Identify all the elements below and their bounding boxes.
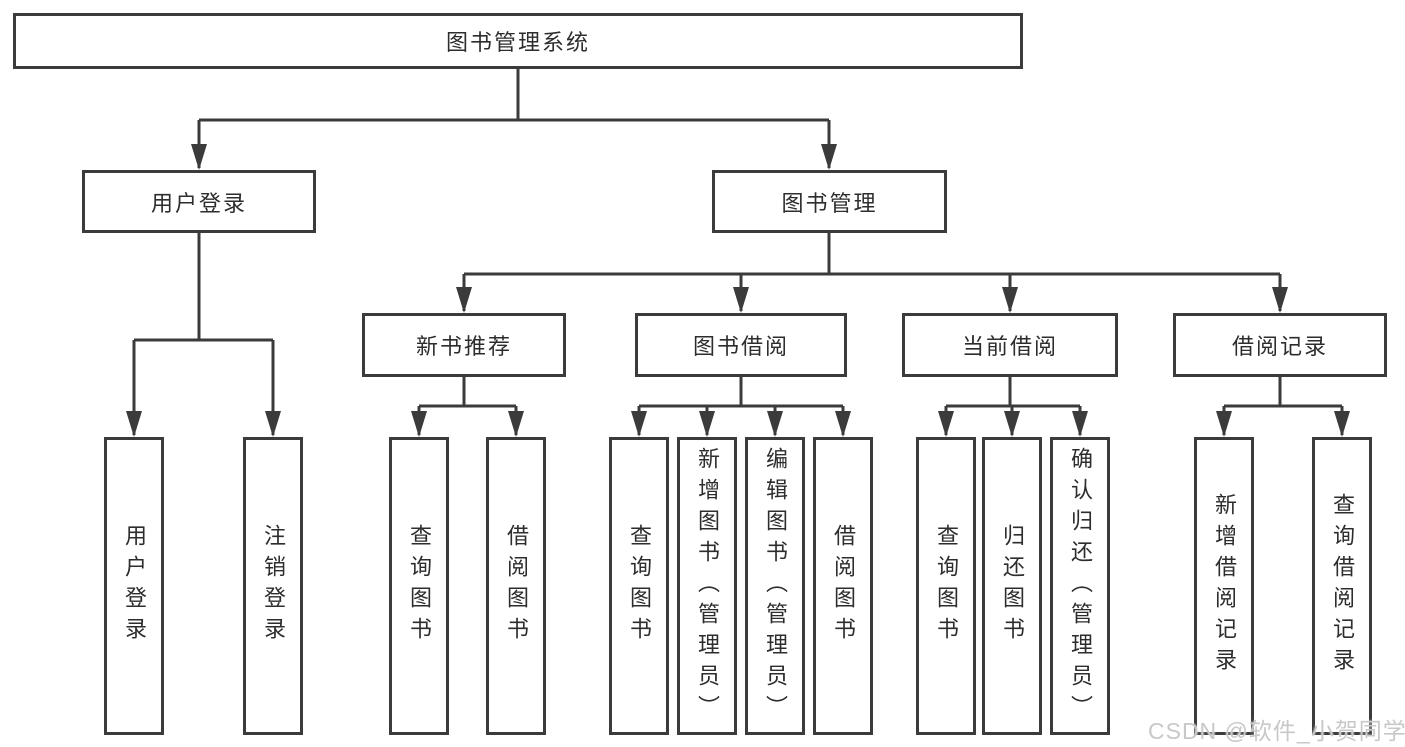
leaf-query-books-borrow-label: 查询图书 (627, 524, 652, 648)
leaf-add-borrow-record: 新增借阅记录 (1194, 437, 1254, 735)
node-user-login: 用户登录 (82, 170, 316, 233)
arrowhead-icon (733, 287, 749, 313)
node-book-borrow-label: 图书借阅 (692, 334, 789, 359)
arrowhead-icon (1272, 287, 1288, 313)
node-book-management: 图书管理 (712, 170, 947, 233)
arrowhead-icon (1004, 411, 1020, 437)
arrowhead-icon (835, 411, 851, 437)
leaf-borrow-books-recommend: 借阅图书 (486, 437, 546, 735)
leaf-logout-label: 注销登录 (261, 524, 286, 648)
arrowhead-icon (1334, 411, 1350, 437)
arrowhead-icon (265, 411, 281, 437)
watermark: CSDN @软件_小贺同学 (1148, 718, 1405, 744)
node-user-login-label: 用户登录 (150, 190, 247, 216)
node-current-borrow: 当前借阅 (902, 313, 1118, 377)
arrowhead-icon (191, 144, 207, 170)
arrowhead-icon (1002, 287, 1018, 313)
leaf-borrow-book-label: 借阅图书 (831, 524, 856, 648)
arrowhead-icon (767, 411, 783, 437)
leaf-confirm-return-admin: 确认归还（管理员） (1050, 437, 1110, 735)
node-new-book-recommend: 新书推荐 (362, 313, 566, 377)
leaf-user-login: 用户登录 (104, 437, 164, 735)
leaf-add-borrow-record-label: 新增借阅记录 (1212, 493, 1237, 679)
arrowhead-icon (699, 411, 715, 437)
leaf-edit-book-admin-label: 编辑图书（管理员） (763, 446, 788, 726)
arrowhead-icon (1216, 411, 1232, 437)
arrowhead-icon (1072, 411, 1088, 437)
leaf-user-login-label: 用户登录 (122, 524, 147, 648)
leaf-borrow-books-recommend-label: 借阅图书 (504, 524, 529, 648)
leaf-add-book-admin-label: 新增图书（管理员） (695, 446, 720, 726)
leaf-query-books-current: 查询图书 (916, 437, 976, 735)
leaf-query-books-borrow: 查询图书 (609, 437, 669, 735)
node-book-management-label: 图书管理 (781, 190, 878, 216)
arrowhead-icon (508, 411, 524, 437)
leaf-edit-book-admin: 编辑图书（管理员） (745, 437, 805, 735)
node-root-label: 图书管理系统 (445, 30, 590, 55)
leaf-borrow-book: 借阅图书 (813, 437, 873, 735)
arrowhead-icon (821, 144, 837, 170)
arrowhead-icon (938, 411, 954, 437)
node-borrow-records-label: 借阅记录 (1231, 334, 1328, 359)
leaf-query-books-current-label: 查询图书 (934, 524, 959, 648)
leaf-add-book-admin: 新增图书（管理员） (677, 437, 737, 735)
leaf-logout: 注销登录 (243, 437, 303, 735)
arrowhead-icon (126, 411, 142, 437)
node-borrow-records: 借阅记录 (1173, 313, 1387, 377)
node-book-borrow: 图书借阅 (635, 313, 847, 377)
node-root: 图书管理系统 (13, 13, 1023, 69)
leaf-query-books-recommend: 查询图书 (389, 437, 449, 735)
leaf-query-borrow-record-label: 查询借阅记录 (1330, 493, 1355, 679)
node-current-borrow-label: 当前借阅 (961, 334, 1058, 359)
leaf-query-books-recommend-label: 查询图书 (407, 524, 432, 648)
arrowhead-icon (411, 411, 427, 437)
arrowhead-icon (456, 287, 472, 313)
leaf-query-borrow-record: 查询借阅记录 (1312, 437, 1372, 735)
leaf-return-book: 归还图书 (982, 437, 1042, 735)
arrowhead-icon (631, 411, 647, 437)
leaf-return-book-label: 归还图书 (1000, 524, 1025, 648)
leaf-confirm-return-admin-label: 确认归还（管理员） (1068, 446, 1093, 726)
node-new-book-recommend-label: 新书推荐 (415, 334, 512, 359)
